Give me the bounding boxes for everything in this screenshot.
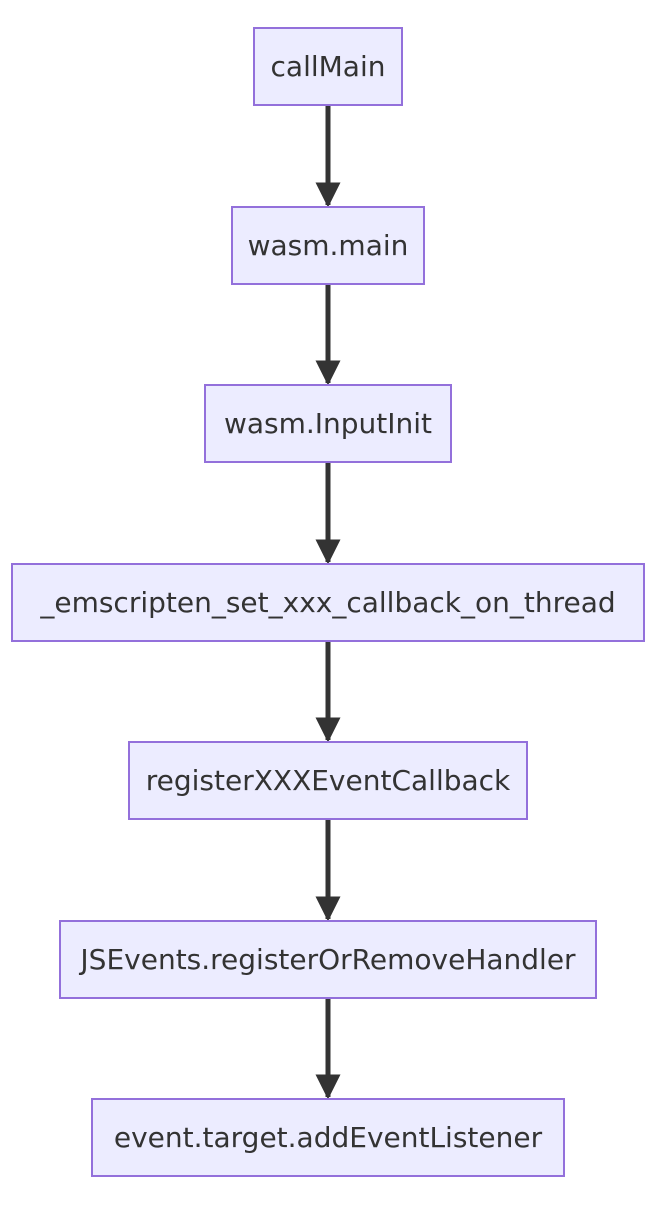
node-wasm-main: wasm.main xyxy=(231,206,425,285)
node-callmain: callMain xyxy=(253,27,403,106)
node-jsevents-register-or-remove-handler: JSEvents.registerOrRemoveHandler xyxy=(59,920,597,999)
node-wasm-input-init: wasm.InputInit xyxy=(204,384,452,463)
node-event-target-add-event-listener: event.target.addEventListener xyxy=(91,1098,565,1177)
node-emscripten-set-callback-on-thread: _emscripten_set_xxx_callback_on_thread xyxy=(11,563,645,642)
node-register-event-callback: registerXXXEventCallback xyxy=(128,741,528,820)
